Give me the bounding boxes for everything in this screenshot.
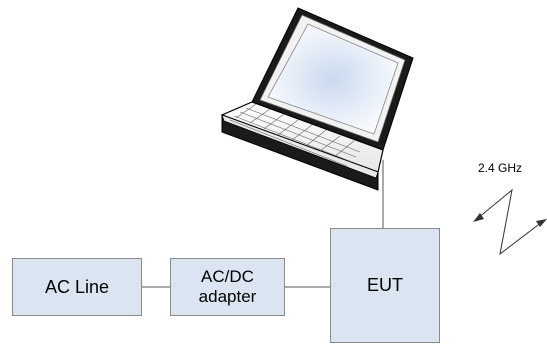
eut-label: EUT [367, 275, 403, 296]
laptop-icon [220, 7, 414, 191]
lightning-arrow-icon [473, 188, 547, 256]
acdc-adapter-label: AC/DC adapter [198, 267, 257, 306]
eut-box: EUT [330, 228, 440, 343]
ac-line-box: AC Line [12, 258, 142, 316]
ac-line-label: AC Line [44, 276, 110, 297]
frequency-label: 2.4 GHz [478, 161, 523, 175]
acdc-adapter-box: AC/DC adapter [170, 258, 285, 316]
